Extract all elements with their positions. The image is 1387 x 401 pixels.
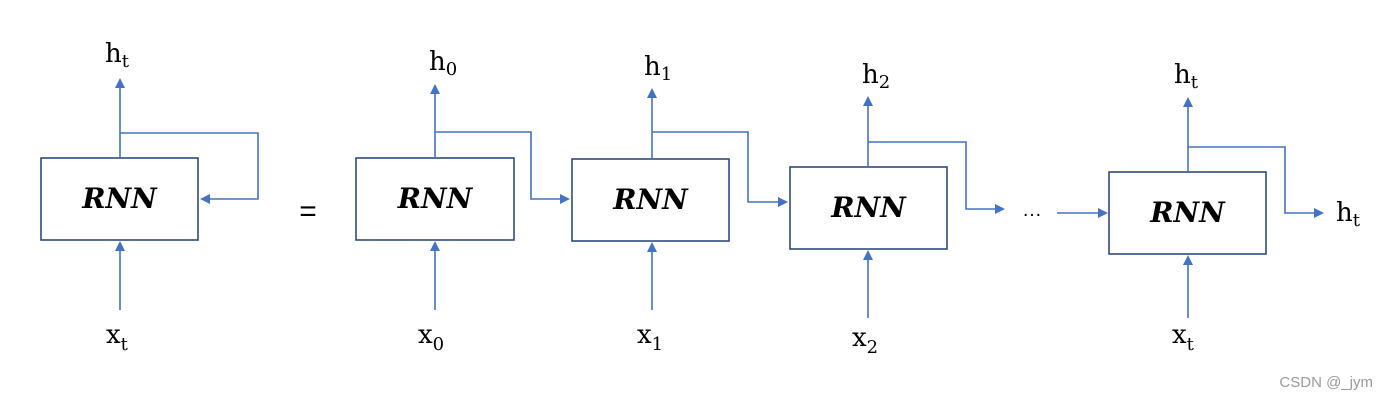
input-label: xt xyxy=(1172,320,1195,355)
rnn-cell-box xyxy=(571,158,730,242)
rnn-cell-box xyxy=(1108,171,1267,255)
rnn-cell-label: RNN xyxy=(830,191,907,224)
output-label: ht xyxy=(1174,60,1199,93)
unrolled-cell-t: RNN ht xt xyxy=(1108,60,1324,355)
equals-sign: = xyxy=(299,195,317,228)
unrolled-cell-2: RNN h2 x2 xyxy=(789,60,1005,358)
hidden-state-arrow xyxy=(435,131,570,204)
output-label: ht xyxy=(105,39,130,72)
output-label: h2 xyxy=(862,60,890,93)
output-label: h1 xyxy=(644,52,672,85)
final-output-label: ht xyxy=(1336,198,1361,231)
hidden-state-arrow xyxy=(868,141,1005,214)
rnn-cell-box xyxy=(40,157,199,241)
unrolled-cell-0: RNN h0 x0 xyxy=(355,47,570,355)
rnn-cell-label: RNN xyxy=(1149,196,1226,229)
rnn-cell-label: RNN xyxy=(81,182,158,215)
output-label: h0 xyxy=(429,47,457,80)
folded-rnn: RNN ht xt xyxy=(40,39,259,355)
ellipsis: … xyxy=(1022,199,1042,221)
unrolled-cell-1: RNN h1 x1 xyxy=(571,52,788,355)
input-label: xt xyxy=(106,320,129,355)
input-label: x0 xyxy=(418,320,444,355)
rnn-cell-label: RNN xyxy=(397,182,474,215)
input-label: x1 xyxy=(637,320,663,355)
watermark: CSDN @_jym xyxy=(1279,374,1373,391)
input-label: x2 xyxy=(852,323,878,358)
hidden-state-arrow xyxy=(652,131,788,207)
recurrent-loop-arrow xyxy=(120,132,259,204)
rnn-cell-box xyxy=(789,166,948,250)
rnn-cell-label: RNN xyxy=(612,183,689,216)
hidden-state-arrow xyxy=(1188,146,1324,218)
